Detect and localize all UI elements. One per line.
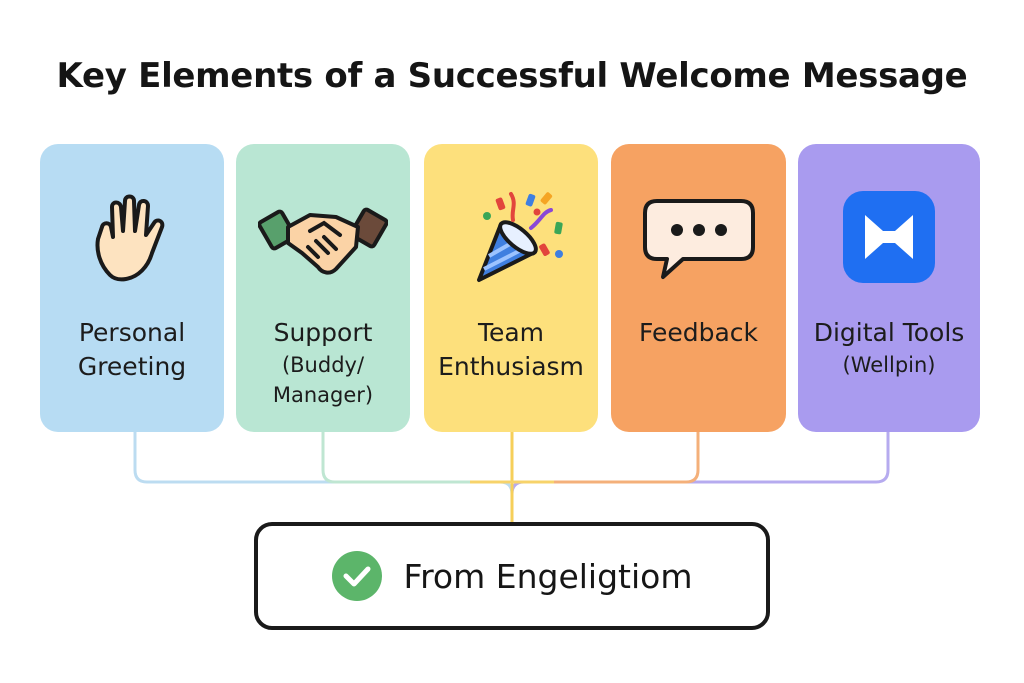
party-popper-icon [424, 182, 598, 292]
connector-purple [510, 432, 890, 495]
card-label: Support (Buddy/ Manager) [236, 316, 410, 410]
card-title: Support [273, 318, 373, 347]
card-personal-greeting: Personal Greeting [40, 144, 224, 432]
card-label: Personal Greeting [40, 316, 224, 384]
waving-hand-icon [40, 182, 224, 292]
card-subtitle: (Wellpin) [842, 353, 936, 377]
card-label: Feedback [611, 316, 786, 350]
card-subtitle-line2: Manager) [272, 383, 374, 407]
card-title: Feedback [638, 318, 759, 347]
page-title: Key Elements of a Successful Welcome Mes… [56, 56, 968, 96]
card-support: Support (Buddy/ Manager) [236, 144, 410, 432]
card-title-line2: Greeting [77, 352, 187, 381]
card-feedback: Feedback [611, 144, 786, 432]
connector-orange [524, 432, 700, 484]
result-box: From Engeligtiom [254, 522, 770, 630]
card-title: Digital Tools [813, 318, 965, 347]
result-label: From Engeligtiom [403, 556, 693, 596]
handshake-icon [236, 182, 410, 292]
card-title: Personal [78, 318, 186, 347]
card-label: Team Enthusiasm [424, 316, 598, 384]
speech-bubble-icon [611, 182, 786, 292]
card-label: Digital Tools (Wellpin) [798, 316, 980, 380]
card-subtitle: (Buddy/ [281, 353, 365, 377]
check-circle-icon [331, 551, 382, 601]
connector-green [321, 432, 500, 484]
app-logo-icon [798, 182, 980, 292]
card-team-enthusiasm: Team Enthusiasm [424, 144, 598, 432]
card-title-line2: Enthusiasm [438, 352, 584, 381]
card-digital-tools: Digital Tools (Wellpin) [798, 144, 980, 432]
card-title: Team [477, 318, 545, 347]
